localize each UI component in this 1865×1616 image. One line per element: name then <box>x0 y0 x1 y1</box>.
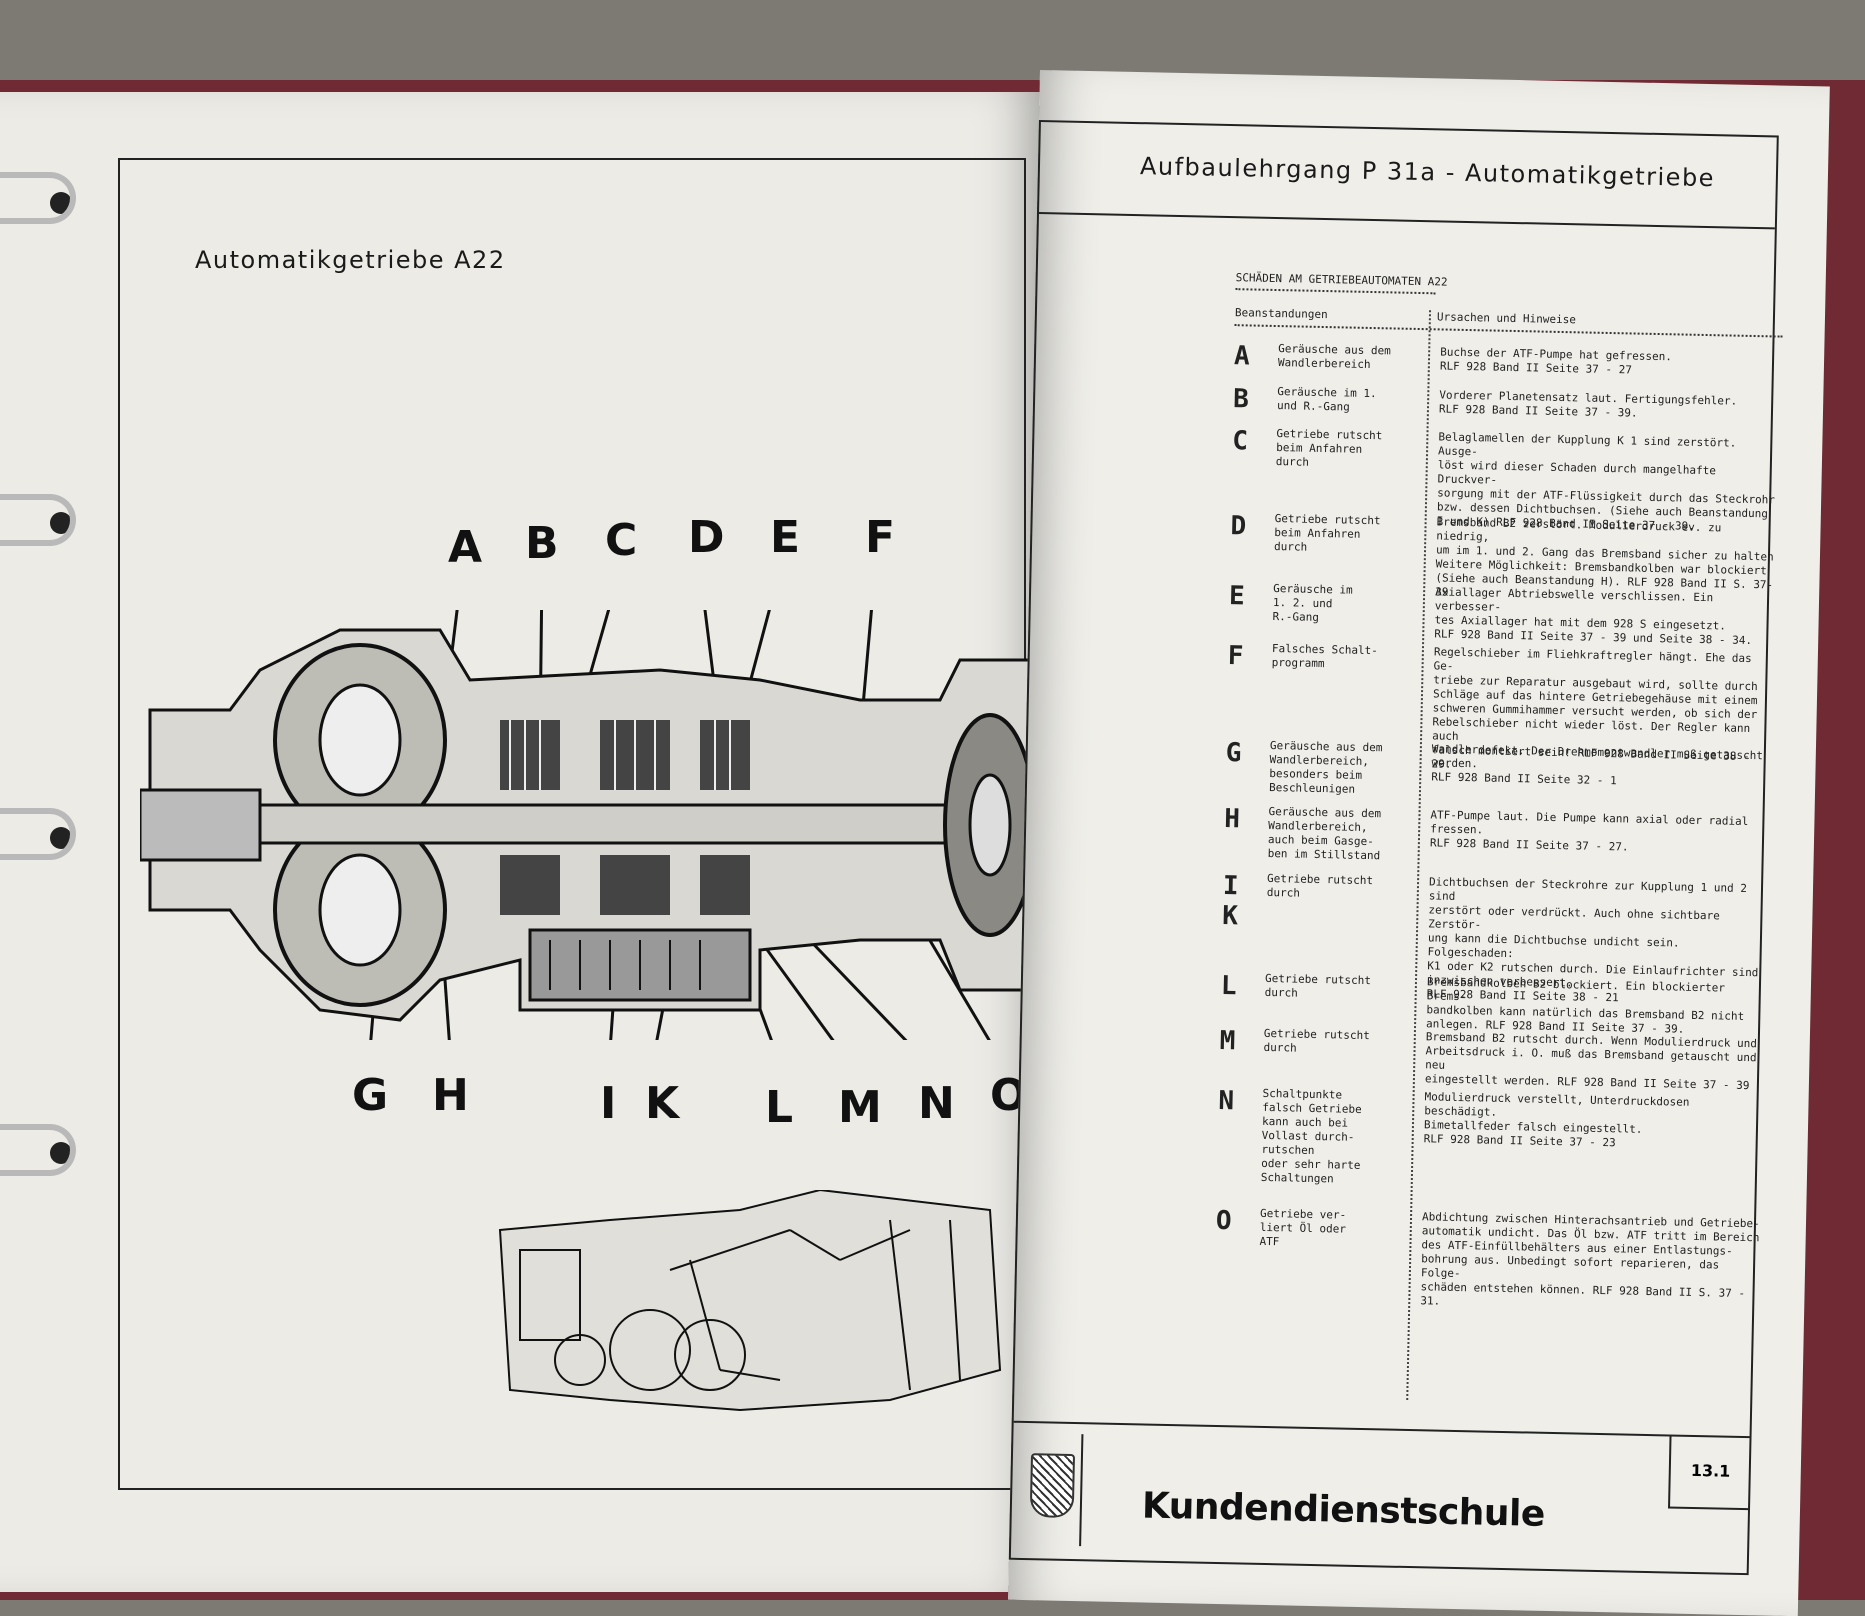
row-cause: Axiallager Abtriebswelle verschlissen. E… <box>1434 585 1753 648</box>
row-cause: Buchse der ATF-Pumpe hat gefressen. RLF … <box>1439 345 1673 377</box>
row-complaint: Schaltpunkte falsch Getriebe kann auch b… <box>1260 1086 1362 1186</box>
row-letter: E <box>1228 581 1245 612</box>
table-row: C Getriebe rutscht beim Anfahren durch B… <box>1232 426 1793 533</box>
transmission-side-view-diagram <box>498 1190 1002 1412</box>
callout-letter: I <box>600 1078 617 1129</box>
callout-letter: C <box>605 515 638 566</box>
row-cause: Vorderer Planetensatz laut. Fertigungsfe… <box>1438 388 1738 420</box>
callout-letter: F <box>865 512 896 563</box>
logo-box <box>1021 1432 1084 1547</box>
table-title: SCHÄDEN AM GETRIEBEAUTOMATEN A22 <box>1235 271 1448 289</box>
table-row: B Geräusche im 1. und R.-Gang Vorderer P… <box>1233 384 1793 419</box>
table-row: O Getriebe ver- liert Öl oder ATF Abdich… <box>1216 1206 1776 1308</box>
binder-ring <box>0 1124 76 1176</box>
binder-ring <box>0 808 76 860</box>
right-page-frame: Aufbaulehrgang P 31a - Automatikgetriebe… <box>1008 119 1783 1576</box>
row-complaint: Geräusche aus dem Wandlerbereich, besond… <box>1268 738 1383 796</box>
row-letter: H <box>1224 804 1241 835</box>
row-complaint: Getriebe rutscht beim Anfahren durch <box>1273 512 1381 554</box>
row-letter: L <box>1220 970 1237 1002</box>
page-footer: Kundendienstschule 13.1 <box>1010 1420 1750 1574</box>
callout-letter: L <box>765 1082 794 1133</box>
row-complaint: Geräusche im 1. 2. und R.-Gang <box>1272 581 1353 624</box>
row-letter: N <box>1218 1085 1235 1117</box>
course-title: Aufbaulehrgang P 31a - Automatikgetriebe <box>1139 152 1716 193</box>
row-cause: Bremsband B2 rutscht durch. Wenn Modulie… <box>1424 1030 1758 1093</box>
callout-letter: A <box>448 522 483 573</box>
row-complaint: Getriebe rutscht beim Anfahren durch <box>1275 427 1383 469</box>
row-letter: O <box>1215 1205 1232 1237</box>
row-complaint: Geräusche im 1. und R.-Gang <box>1276 385 1377 414</box>
row-complaint: Falsches Schalt- programm <box>1271 641 1379 671</box>
table-row: H Geräusche aus dem Wandlerbereich, auch… <box>1224 804 1785 862</box>
row-letter: B <box>1232 384 1250 415</box>
row-cause: ATF-Pumpe laut. Die Pumpe kann axial ode… <box>1429 808 1749 854</box>
page-number: 13.1 <box>1690 1460 1731 1481</box>
page-number-box: 13.1 <box>1668 1436 1750 1511</box>
callout-letter: D <box>688 512 725 563</box>
right-page: Aufbaulehrgang P 31a - Automatikgetriebe… <box>1007 70 1830 1616</box>
column-header-complaints: Beanstandungen <box>1234 306 1328 322</box>
row-cause: Modulierdruck verstellt, Unterdruckdosen… <box>1423 1090 1690 1150</box>
row-cause: Abdichtung zwischen Hinterachsantrieb un… <box>1420 1210 1760 1308</box>
row-letter: D <box>1230 511 1247 542</box>
row-letter: C <box>1231 426 1249 457</box>
row-cause: Wandlerdefekt. Der Drehmomentwandler muß… <box>1431 742 1764 788</box>
callout-letter: N <box>918 1078 955 1129</box>
callout-letter: K <box>645 1078 680 1129</box>
callout-letter: M <box>838 1082 882 1133</box>
row-complaint: Getriebe rutscht durch <box>1264 971 1372 1000</box>
callout-letter: G <box>352 1070 389 1121</box>
row-complaint: Geräusche aus dem Wandlerbereich, auch b… <box>1267 804 1382 863</box>
footer-brand: Kundendienstschule <box>1141 1485 1546 1535</box>
row-letter: G <box>1225 738 1242 769</box>
row-complaint: Getriebe rutscht durch <box>1263 1026 1370 1055</box>
row-complaint: Getriebe ver- liert Öl oder ATF <box>1259 1206 1347 1249</box>
row-cause: Bremsbandkolben B2 blockiert. Ein blocki… <box>1425 975 1745 1036</box>
column-header-causes: Ursachen und Hinweise <box>1436 310 1577 327</box>
row-letter: I K <box>1222 871 1239 932</box>
binder-ring <box>0 172 76 224</box>
header-rule <box>1234 324 1783 338</box>
callout-letter: E <box>770 512 801 563</box>
transmission-cutaway-diagram <box>140 610 1040 1040</box>
row-letter: F <box>1227 641 1244 672</box>
porsche-crest-icon <box>1029 1453 1076 1519</box>
right-page-header: Aufbaulehrgang P 31a - Automatikgetriebe <box>1038 122 1777 230</box>
underline-rule <box>1235 288 1436 295</box>
row-letter: A <box>1233 341 1251 372</box>
row-complaint: Geräusche aus dem Wandlerbereich <box>1277 342 1391 371</box>
table-row: I K Getriebe rutscht durch Dichtbuchsen … <box>1222 871 1783 1004</box>
row-complaint: Getriebe rutscht durch <box>1266 871 1374 900</box>
table-row: A Geräusche aus dem Wandlerbereich Buchs… <box>1234 341 1794 376</box>
callout-letter: H <box>432 1070 469 1121</box>
row-letter: M <box>1219 1025 1236 1057</box>
left-page-title: Automatikgetriebe A22 <box>195 246 506 274</box>
callout-letter: B <box>525 518 559 569</box>
binder-ring <box>0 494 76 546</box>
